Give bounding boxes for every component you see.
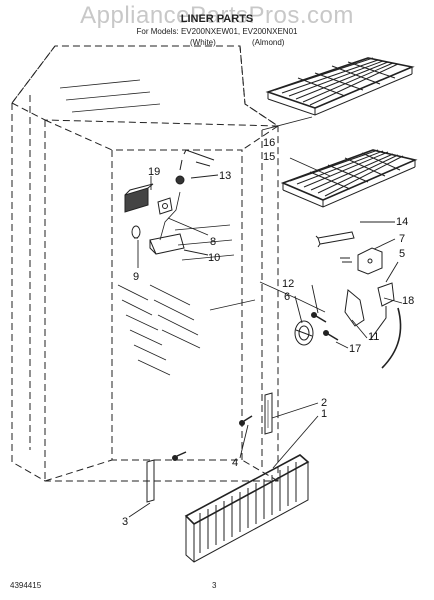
callout-7: 7 <box>399 233 405 245</box>
wire-shelf-15 <box>280 149 418 208</box>
document-number: 4394415 <box>10 581 42 590</box>
grille-1 <box>184 454 310 563</box>
callout-2: 2 <box>321 397 327 409</box>
variant-almond-label: (Almond) <box>252 38 285 47</box>
hinge-strip-2 <box>264 392 273 435</box>
watermark: AppliancePartsPros.com <box>80 2 354 29</box>
callout-10: 10 <box>208 252 220 264</box>
callout-12: 12 <box>282 278 294 290</box>
liner-ribs <box>59 79 235 376</box>
light-socket-8 <box>157 197 173 215</box>
thermostat-5 <box>344 282 402 369</box>
diagram-title: LINER PARTS <box>180 13 254 25</box>
model-numbers: For Models: EV200NXEW01, EV200NXEN01 <box>136 27 298 36</box>
callout-6: 6 <box>284 291 290 303</box>
callout-11: 11 <box>368 331 379 343</box>
page-number: 3 <box>212 581 217 590</box>
callout-5: 5 <box>399 248 405 260</box>
callout-4: 4 <box>232 457 238 469</box>
liner-outline <box>11 45 279 482</box>
callout-14: 14 <box>396 216 408 228</box>
callout-19: 19 <box>148 166 160 178</box>
callout-3: 3 <box>122 516 128 528</box>
callout-1: 1 <box>321 408 327 420</box>
hinge-strip-3 <box>146 459 155 503</box>
socket-13 <box>175 149 215 185</box>
screw-17 <box>323 330 339 341</box>
bracket-7 <box>340 247 383 275</box>
light-housing-19 <box>124 183 154 213</box>
light-shield-10 <box>149 233 185 255</box>
wire-shelf-16 <box>265 57 415 116</box>
callout-9: 9 <box>133 271 139 283</box>
light-bulb-9 <box>131 225 141 239</box>
callout-17: 17 <box>349 343 361 355</box>
screw-12 <box>311 312 327 323</box>
shelf-support-14 <box>315 231 355 248</box>
callout-16: 16 <box>263 137 275 149</box>
callout-15: 15 <box>263 151 275 163</box>
callout-18: 18 <box>402 295 414 307</box>
callout-labels: 1 2 3 4 5 6 7 8 9 10 11 12 13 14 15 16 1… <box>122 137 414 528</box>
callout-8: 8 <box>210 236 216 248</box>
variant-white-label: (White) <box>190 38 216 47</box>
screw-4 <box>172 415 253 461</box>
knob-6 <box>294 320 314 346</box>
leader-lines <box>128 116 403 518</box>
callout-13: 13 <box>219 170 231 182</box>
